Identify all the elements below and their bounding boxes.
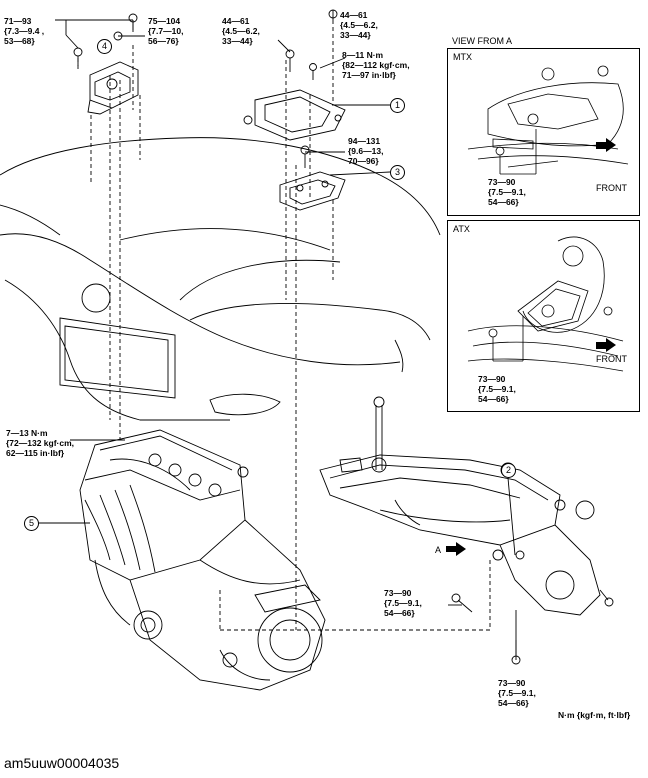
torque-label-crossmember-bolt: 73—90 {7.5—9.1, 54—66} [384,588,422,618]
figure-code: am5uuw00004035 [4,755,120,771]
atx-torque: 73—90 {7.5—9.1, 54—66} [478,374,516,404]
crossmember-2 [319,396,614,616]
atx-front-arrow-head [606,338,616,352]
crossmember-bolts [451,593,521,665]
torque-label-mount-bolt: 8—11 N·m {82—112 kgf·cm, 71—97 in·lbf} [342,50,410,80]
torque-label-mount-3: 94—131 {9.6—13, 70—96} [348,136,384,166]
car-body-outline [0,137,441,421]
atx-front-label: FRONT [596,354,627,364]
torque-label-left-engine: 7—13 N·m {72—132 kgf·cm, 62—115 in·lbf} [6,428,75,458]
mtx-torque: 73—90 {7.5—9.1, 54—66} [488,177,526,207]
engine-assembly-5 [79,429,326,691]
mtx-panel: MTX 73—90 {7.5—9.1, 54—66} FRONT [447,48,640,216]
mtx-front-arrow-shaft [596,142,606,149]
view-arrow-shaft [446,546,456,552]
units-legend: N·m {kgf·m, ft·lbf} [558,710,631,720]
callout-2: 2 [501,463,516,478]
mount-bracket-3 [279,145,346,211]
torque-label-bottom-bolt: 73—90 {7.5—9.1, 54—66} [498,678,536,708]
atx-illustration [467,236,624,372]
callout-5: 5 [24,516,39,531]
callout-3: 3 [390,165,405,180]
torque-label-top-center-right: 44—61 {4.5—6.2, 33—44} [340,10,378,40]
view-arrow-label: A [435,545,442,555]
view-arrow-head [456,542,466,556]
callout-1: 1 [390,98,405,113]
torque-label-top-center-left: 44—61 {4.5—6.2, 33—44} [222,16,260,46]
mtx-illustration [467,65,629,175]
atx-front-arrow-shaft [596,342,606,349]
callout-4: 4 [97,39,112,54]
mtx-front-label: FRONT [596,183,627,193]
engine-mount-4 [73,13,139,115]
atx-panel: ATX 73—90 {7.5—9.1, 54—66} FRONT [447,220,640,412]
mtx-title: MTX [453,52,472,62]
alignment-lines [77,20,491,631]
mount-bracket-1 [243,9,346,141]
atx-title: ATX [453,224,470,234]
mtx-front-arrow-head [606,138,616,152]
view-from-title: VIEW FROM A [452,36,513,46]
torque-label-upper-left: 71—93 {7.3—9.4 , 53—68} [4,16,45,46]
torque-label-engine-mount-top: 75—104 {7.7—10, 56—76} [148,16,184,46]
